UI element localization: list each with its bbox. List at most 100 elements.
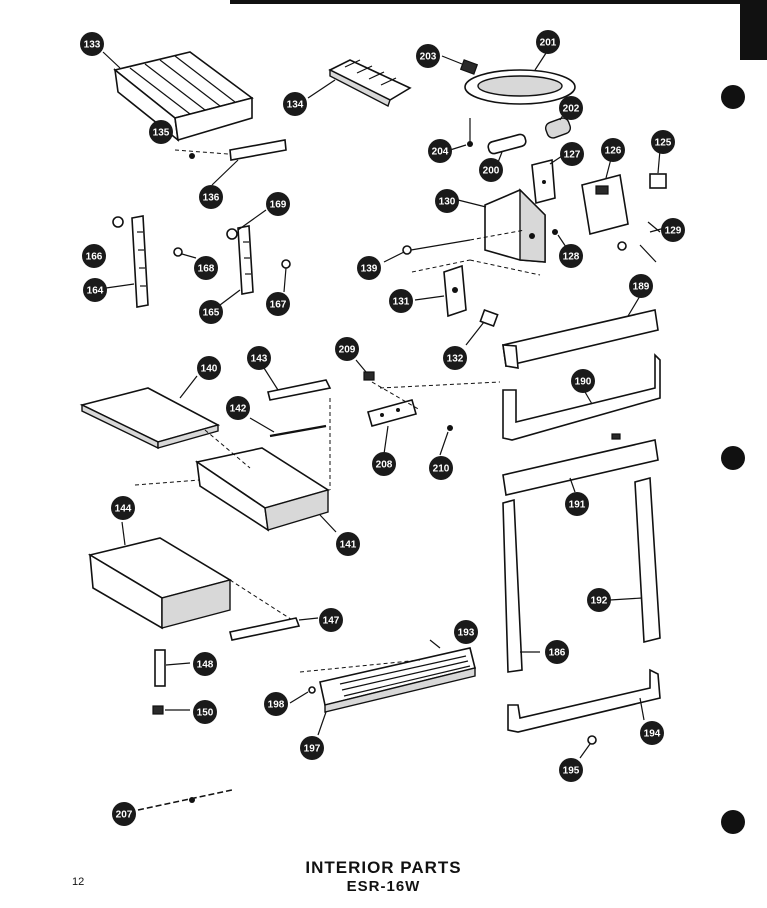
callout-label: 166 — [86, 252, 103, 263]
callout-202: 202 — [559, 96, 583, 120]
callout-209: 209 — [335, 337, 359, 361]
part-207-wire — [137, 789, 233, 811]
callout-label: 202 — [563, 104, 580, 115]
callout-label: 198 — [268, 700, 285, 711]
callout-label: 165 — [203, 308, 220, 319]
callout-label: 190 — [575, 377, 592, 388]
callout-210: 210 — [429, 456, 453, 480]
callout-166: 166 — [82, 244, 106, 268]
part-148-support — [154, 649, 191, 687]
callout-label: 191 — [569, 500, 586, 511]
part-186-door-bar — [502, 498, 540, 673]
callout-label: 147 — [323, 616, 340, 627]
part-143-rail — [263, 367, 332, 401]
part-147-rail — [229, 617, 319, 641]
part-201-light-cover — [464, 49, 576, 105]
callout-label: 192 — [591, 596, 608, 607]
callout-135: 135 — [149, 120, 173, 144]
part-144-crisper-drawer — [87, 521, 301, 630]
callout-label: 139 — [361, 264, 378, 275]
callout-label: 209 — [339, 345, 356, 356]
part-131-bracket — [411, 259, 541, 318]
callout-191: 191 — [565, 492, 589, 516]
callout-label: 135 — [153, 128, 170, 139]
callout-190: 190 — [571, 369, 595, 393]
callout-label: 148 — [197, 660, 214, 671]
callout-133: 133 — [80, 32, 104, 56]
callout-168: 168 — [194, 256, 218, 280]
part-139-long-screw — [383, 229, 526, 263]
callout-label: 195 — [563, 766, 580, 777]
callout-127: 127 — [560, 142, 584, 166]
callout-195: 195 — [559, 758, 583, 782]
callout-130: 130 — [435, 189, 459, 213]
callout-label: 167 — [270, 300, 287, 311]
part-132-knob — [465, 308, 499, 346]
part-189-door-shelf — [502, 295, 659, 369]
callout-144: 144 — [111, 496, 135, 520]
callout-label: 207 — [116, 810, 133, 821]
callout-189: 189 — [629, 274, 653, 298]
part-191-door-shelf — [502, 433, 659, 496]
callout-140: 140 — [197, 356, 221, 380]
part-164-shelf-support — [105, 215, 197, 308]
callout-208: 208 — [372, 452, 396, 476]
part-130-control-box — [457, 188, 546, 263]
callout-192: 192 — [587, 588, 611, 612]
callout-129: 129 — [661, 218, 685, 242]
callout-147: 147 — [319, 608, 343, 632]
callout-layer: 133 134 135 136 164 165 166 167 168 169 203 201 202 2… — [80, 30, 685, 826]
callout-label: 143 — [251, 354, 268, 365]
callout-label: 204 — [432, 147, 449, 158]
callout-201: 201 — [536, 30, 560, 54]
part-126-plate — [581, 154, 629, 235]
callout-label: 144 — [115, 504, 132, 515]
callout-label: 132 — [447, 354, 464, 365]
callout-136: 136 — [199, 185, 223, 209]
callout-141: 141 — [336, 532, 360, 556]
callout-132: 132 — [443, 346, 467, 370]
part-197-toe-grille — [289, 639, 476, 736]
callout-label: 168 — [198, 264, 215, 275]
callout-197: 197 — [300, 736, 324, 760]
callout-label: 125 — [655, 138, 672, 149]
callout-139: 139 — [357, 256, 381, 280]
callout-label: 169 — [270, 200, 287, 211]
callout-label: 134 — [287, 100, 304, 111]
part-140-glass-shelf — [79, 375, 221, 450]
callout-label: 131 — [393, 297, 410, 308]
callout-134: 134 — [283, 92, 307, 116]
part-203-clip — [441, 55, 479, 75]
callout-label: 142 — [230, 404, 247, 415]
part-134-ice-tray — [307, 59, 412, 107]
callout-label: 194 — [644, 729, 661, 740]
callout-label: 129 — [665, 226, 682, 237]
callout-186: 186 — [545, 640, 569, 664]
part-194-door-shelf — [507, 668, 661, 733]
callout-198: 198 — [264, 692, 288, 716]
callout-label: 200 — [483, 166, 500, 177]
callout-label: 189 — [633, 282, 650, 293]
callout-label: 201 — [540, 38, 557, 49]
callout-131: 131 — [389, 289, 413, 313]
callout-label: 193 — [458, 628, 475, 639]
callout-169: 169 — [266, 192, 290, 216]
callout-165: 165 — [199, 300, 223, 324]
part-165-shelf-support — [219, 209, 291, 306]
callout-164: 164 — [83, 278, 107, 302]
callout-label: 164 — [87, 286, 104, 297]
callout-167: 167 — [266, 292, 290, 316]
callout-label: 126 — [605, 146, 622, 157]
scan-artifacts — [230, 0, 767, 834]
callout-label: 141 — [340, 540, 357, 551]
callout-label: 140 — [201, 364, 218, 375]
callout-204: 204 — [428, 139, 452, 163]
callout-203: 203 — [416, 44, 440, 68]
part-204-screw — [449, 118, 473, 151]
callout-125: 125 — [651, 130, 675, 154]
part-129-screw — [617, 221, 673, 263]
callout-142: 142 — [226, 396, 250, 420]
callout-label: 203 — [420, 52, 437, 63]
part-142-rail — [249, 417, 327, 438]
